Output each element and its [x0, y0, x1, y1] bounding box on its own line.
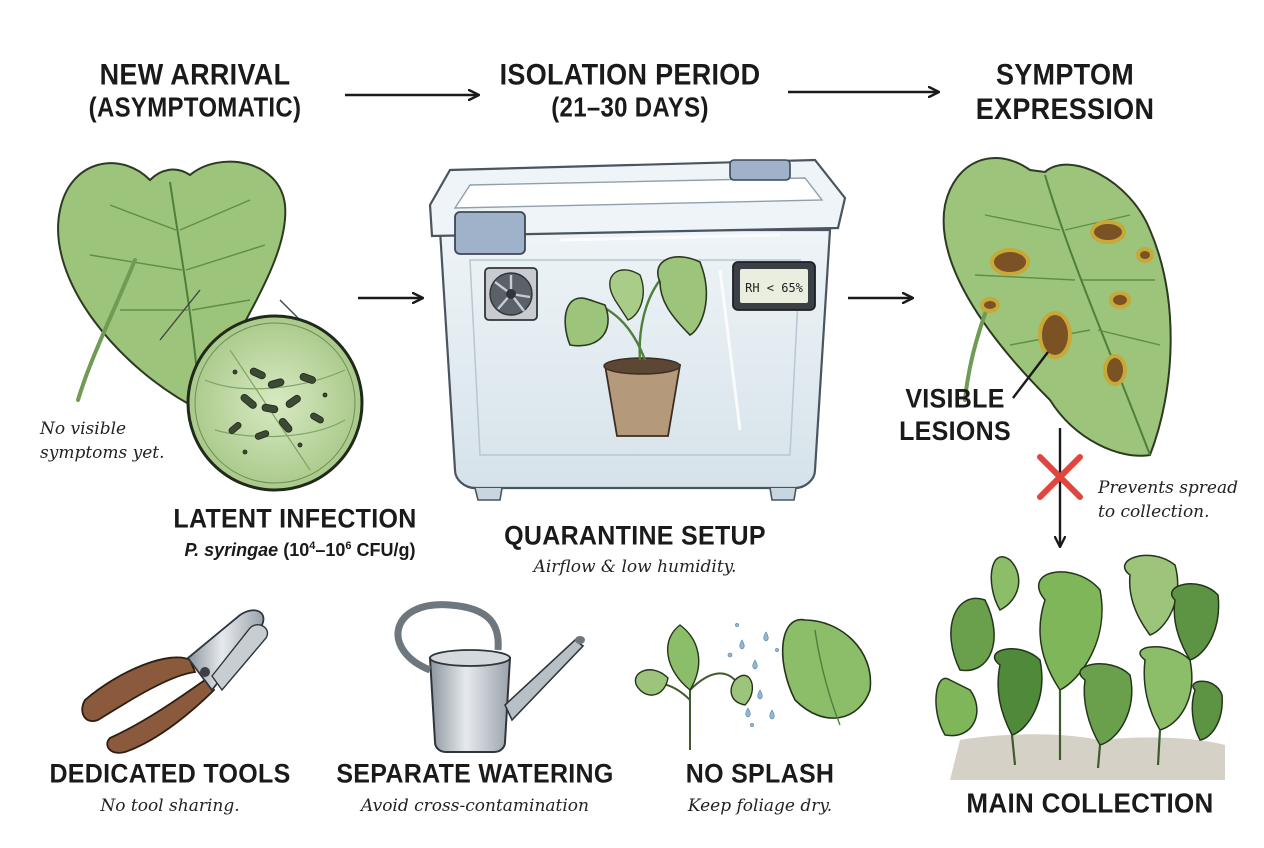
humidity-readout: RH < 65% — [745, 281, 804, 295]
stage-isolation-title: ISOLATION PERIOD (21–30 DAYS) — [480, 58, 780, 125]
stage-new-arrival-title: NEW ARRIVAL (ASYMPTOMATIC) — [60, 58, 330, 125]
no-symptoms-note: No visible symptoms yet. — [40, 417, 165, 465]
pathogen-name: P. syringae — [184, 540, 279, 560]
practice-note-splash: Keep foliage dry. — [687, 796, 833, 816]
lesion-label-line: VISIBLE — [905, 383, 1005, 414]
range-open: (10 — [283, 540, 310, 560]
plant-collection-icon — [935, 554, 1225, 780]
range-unit: CFU/g) — [351, 540, 416, 560]
watering-can-icon — [394, 601, 585, 753]
main-collection-label: MAIN COLLECTION — [966, 786, 1214, 820]
visible-lesions-label: VISIBLE LESIONS — [880, 383, 1030, 448]
stage-title-line: (21–30 DAYS) — [551, 91, 709, 124]
note-line: to collection. — [1098, 502, 1210, 522]
pathogen-load: P. syringae (104–106 CFU/g) — [140, 540, 460, 561]
bacteria-icon — [228, 367, 328, 455]
stage-title-line: NEW ARRIVAL — [99, 58, 291, 91]
latent-infection-title: LATENT INFECTION — [173, 503, 417, 535]
magnifier-icon — [159, 289, 364, 492]
water-splash-icon — [634, 619, 872, 750]
stage-title-line: EXPRESSION — [975, 93, 1155, 126]
practice-title-splash: NO SPLASH — [685, 758, 835, 790]
quarantine-setup-title: QUARANTINE SETUP — [504, 520, 766, 552]
potted-plant-icon — [564, 256, 708, 437]
exponent-high: 6 — [345, 540, 352, 552]
prevents-spread-note: Prevents spread to collection. — [1098, 476, 1238, 524]
practice-note-watering: Avoid cross-contamination — [361, 796, 589, 816]
fan-icon — [484, 267, 538, 321]
stage-title-line: ISOLATION PERIOD — [499, 58, 761, 91]
stage-title-line: SYMPTOM — [995, 58, 1135, 91]
lesion-spots — [980, 220, 1154, 386]
cross-icon — [1037, 454, 1083, 500]
practice-note-tools: No tool sharing. — [100, 796, 240, 816]
container-icon — [428, 158, 847, 501]
stage-title-line: (ASYMPTOMATIC) — [88, 91, 302, 124]
stage-symptom-title: SYMPTOM EXPRESSION — [930, 57, 1200, 126]
quarantine-note: Airflow & low humidity. — [533, 557, 737, 577]
range-dash: –10 — [315, 540, 346, 560]
lesion-label-line: LESIONS — [899, 416, 1011, 447]
lesion-pointer — [1012, 351, 1049, 399]
note-line: symptoms yet. — [40, 443, 165, 463]
exponent-low: 4 — [309, 540, 316, 552]
humidity-sensor-icon: RH < 65% — [732, 261, 816, 311]
note-line: Prevents spread — [1098, 478, 1239, 498]
practice-title-watering: SEPARATE WATERING — [336, 758, 614, 790]
practice-title-tools: DEDICATED TOOLS — [49, 758, 291, 790]
pruning-shears-icon — [81, 609, 269, 754]
note-line: No visible — [40, 419, 127, 439]
